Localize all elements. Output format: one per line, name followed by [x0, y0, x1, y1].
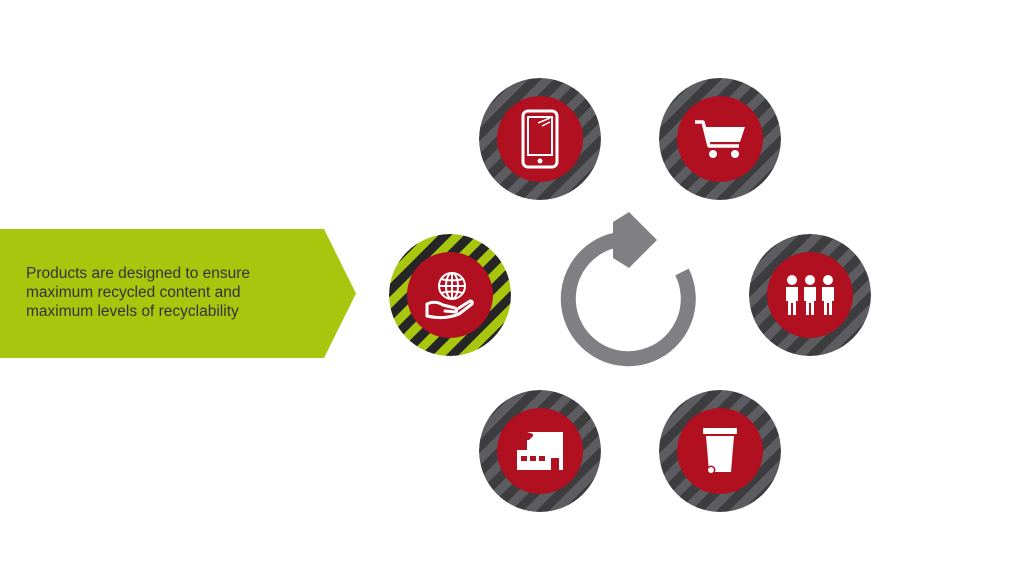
node-core [677, 408, 763, 494]
callout-banner: Products are designed to ensure maximum … [0, 229, 356, 358]
callout-shape [0, 229, 356, 358]
node-core [497, 96, 583, 182]
node-device[interactable] [479, 78, 601, 200]
wheelie-bin-icon [703, 428, 737, 475]
factory-icon [517, 432, 563, 470]
globe-in-hand-icon [425, 272, 474, 320]
shopping-cart-icon [695, 120, 745, 158]
node-shopping[interactable] [659, 78, 781, 200]
node-core [497, 408, 583, 494]
cycle-arrow-icon [560, 212, 696, 367]
people-icon [786, 275, 834, 315]
node-core [767, 252, 853, 338]
tablet-icon [521, 109, 559, 169]
node-users[interactable] [749, 234, 871, 356]
node-disposal[interactable] [659, 390, 781, 512]
node-core [407, 252, 493, 338]
node-core [677, 96, 763, 182]
node-manufacturing[interactable] [479, 390, 601, 512]
node-sustainable-design[interactable] [389, 234, 511, 356]
callout-text: Products are designed to ensure maximum … [26, 265, 251, 320]
